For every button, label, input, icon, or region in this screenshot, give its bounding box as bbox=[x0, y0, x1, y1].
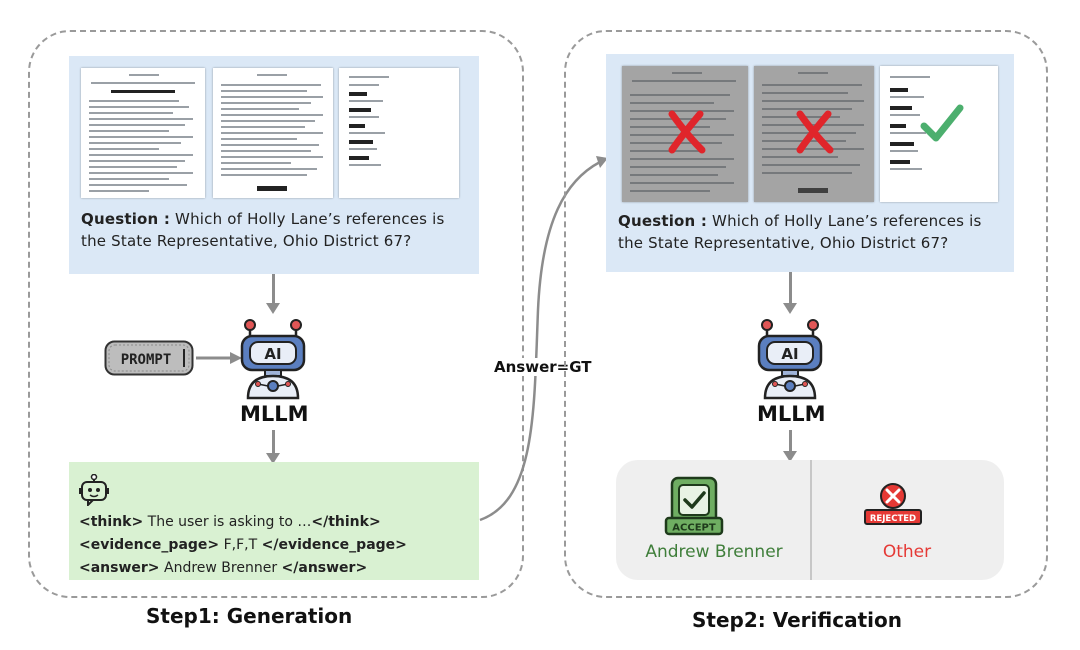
evidence-line: <evidence_page> F,F,T </evidence_page> bbox=[79, 537, 407, 553]
arrow-question-to-model bbox=[266, 274, 280, 314]
svg-text:AI: AI bbox=[264, 345, 281, 363]
step2-question-box: Question : Which of Holly Lane’s referen… bbox=[606, 54, 1014, 272]
step1-title: Step1: Generation bbox=[146, 604, 353, 628]
accept-answer: Andrew Brenner bbox=[645, 542, 783, 562]
step2-model-label: MLLM bbox=[757, 402, 826, 426]
cross-mark-icon bbox=[668, 110, 706, 154]
step2-panel bbox=[564, 30, 1048, 598]
accept-badge-icon: ACCEPT bbox=[664, 476, 724, 536]
step1-model-label: MLLM bbox=[240, 402, 309, 426]
cross-mark-icon bbox=[796, 110, 834, 154]
arrow-prompt-to-model bbox=[196, 352, 242, 364]
step2-question: Question : Which of Holly Lane’s referen… bbox=[618, 212, 982, 252]
document-page-3 bbox=[339, 68, 459, 198]
answer-line: <answer> Andrew Brenner </answer> bbox=[79, 560, 368, 576]
prompt-label: PROMPT bbox=[121, 352, 172, 368]
arrow-model-to-verdict bbox=[783, 430, 797, 462]
arrow-model-to-output bbox=[266, 430, 280, 464]
robot-icon: AI bbox=[757, 319, 823, 400]
document-page-2-rejected bbox=[754, 66, 874, 202]
think-line: <think> The user is asking to …</think> bbox=[79, 514, 381, 530]
step1-question: Question : Which of Holly Lane’s referen… bbox=[81, 210, 445, 250]
verdict-divider bbox=[810, 460, 812, 580]
verification-result-box: ACCEPT Andrew Brenner REJECTED Other bbox=[616, 460, 1004, 580]
prompt-badge-icon: PROMPT bbox=[104, 340, 194, 376]
svg-text:AI: AI bbox=[781, 345, 798, 363]
svg-text:REJECTED: REJECTED bbox=[870, 514, 916, 524]
generation-output-box: <think> The user is asking to …</think> … bbox=[69, 462, 479, 580]
document-page-2 bbox=[213, 68, 333, 198]
rejected-answer: Other bbox=[882, 542, 932, 562]
svg-text:ACCEPT: ACCEPT bbox=[672, 523, 716, 534]
step1-question-box: Question : Which of Holly Lane’s referen… bbox=[69, 56, 479, 274]
chatbot-icon bbox=[79, 474, 109, 506]
answer-gt-connector-arrow bbox=[479, 156, 608, 522]
robot-icon: AI bbox=[240, 319, 306, 400]
step2-title: Step2: Verification bbox=[692, 608, 902, 632]
check-mark-icon bbox=[920, 104, 964, 142]
arrow-question-to-model bbox=[783, 272, 797, 314]
rejected-badge-icon: REJECTED bbox=[864, 483, 922, 525]
connector-label: Answer=GT bbox=[493, 358, 593, 376]
step1-panel bbox=[28, 30, 524, 598]
document-page-1 bbox=[81, 68, 205, 198]
